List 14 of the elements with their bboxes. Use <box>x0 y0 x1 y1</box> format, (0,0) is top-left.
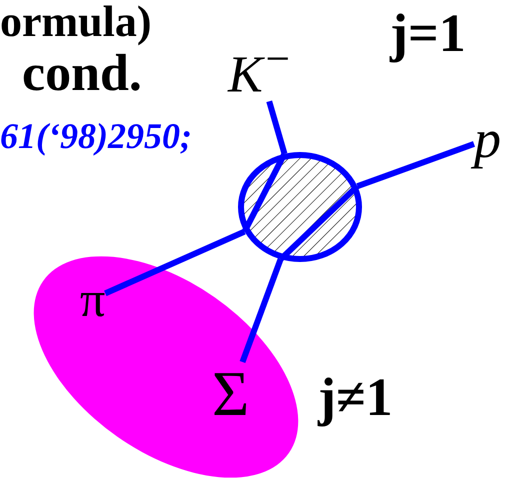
hadron-cloud-drawing <box>34 256 298 478</box>
particle-line <box>356 141 476 190</box>
particle-label: π <box>80 274 106 324</box>
reference-text: 61(‘98)2950; <box>0 118 192 154</box>
particle-line <box>104 228 246 296</box>
state-label: j=1 <box>390 6 466 60</box>
state-label: j≠1 <box>318 370 393 424</box>
particle-line <box>240 258 284 364</box>
slide-text: cond. <box>22 48 142 100</box>
particle-label: Σ <box>212 362 250 426</box>
particle-label: K$^{−}$ <box>228 38 292 102</box>
particle-line <box>266 100 288 155</box>
slide-text: ormula) <box>0 0 152 44</box>
interaction-vertex-drawing <box>238 152 362 262</box>
